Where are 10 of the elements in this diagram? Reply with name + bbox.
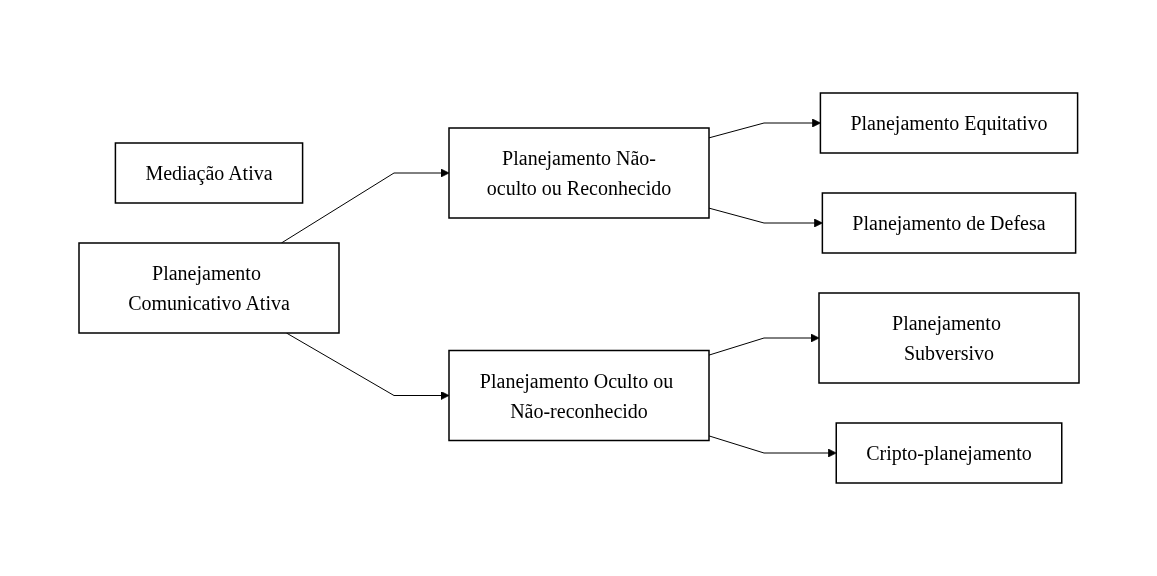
node-box: Planejamento Oculto ou Não-reconhecido bbox=[447, 349, 710, 442]
node-box: Planejamento Equitativo bbox=[819, 92, 1078, 154]
node-box: Planejamento Não-oculto ou Reconhecido bbox=[447, 127, 710, 219]
node-box: Planejamento de Defesa bbox=[821, 192, 1076, 254]
node-box: Mediação Ativa bbox=[114, 142, 303, 204]
arrow bbox=[708, 333, 819, 356]
arrow bbox=[280, 168, 449, 244]
node-box: Cripto-planejamento bbox=[835, 422, 1062, 484]
node-box: Planejamento Comunicativo Ativa bbox=[77, 242, 340, 334]
node-box: Planejamento Subversivo bbox=[817, 292, 1080, 384]
